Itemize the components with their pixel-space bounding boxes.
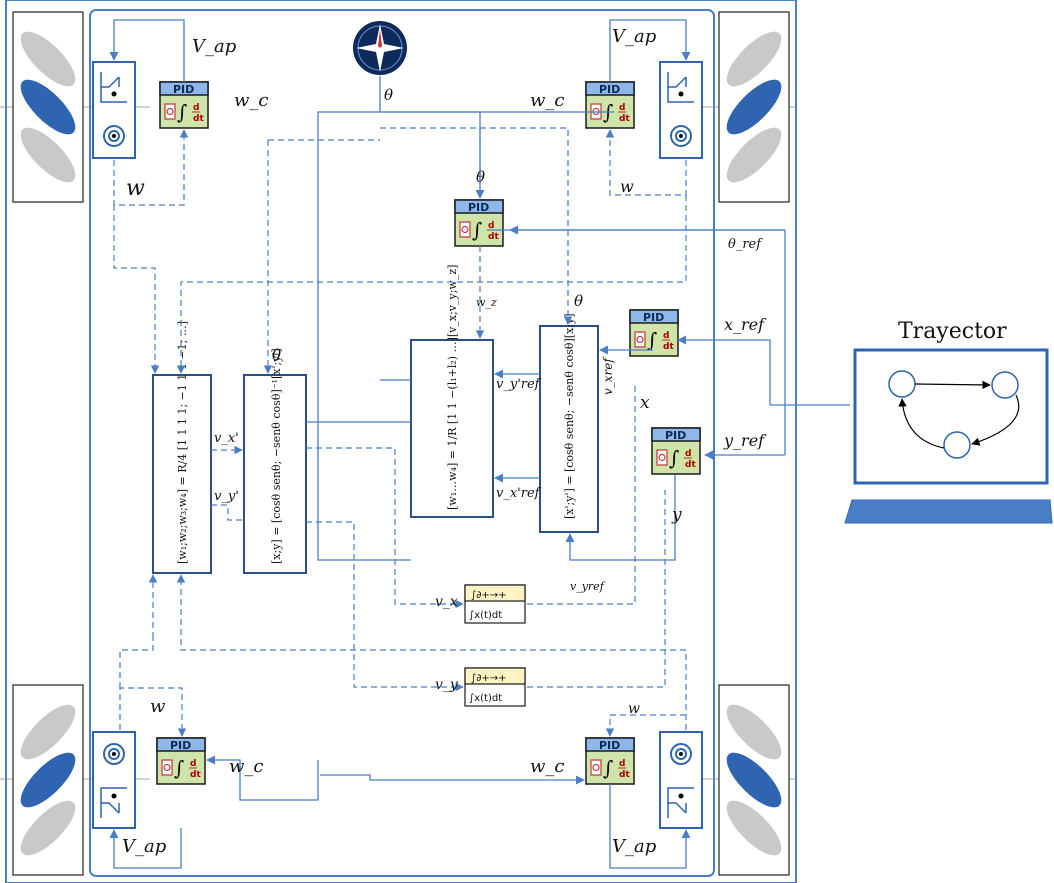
label-x-ref: x_ref <box>724 315 767 334</box>
label-wc-fl: w_c <box>234 90 269 111</box>
svg-text:PID: PID <box>468 201 489 214</box>
signal-labels: V_ap V_ap V_ap V_ap w_c w_c w_c w_c w w … <box>122 26 767 857</box>
label-vap-fl: V_ap <box>192 36 237 57</box>
wheel-rear-right <box>718 684 790 876</box>
svg-text:PID: PID <box>173 83 194 96</box>
trajectory-title: Trayector <box>898 319 1007 344</box>
label-vx-prime: v_x' <box>214 431 239 446</box>
svg-text:[x';y'] = [cosθ senθ; −senθ co: [x';y'] = [cosθ senθ; −senθ cosθ][x;y] <box>563 314 576 520</box>
svg-text:d: d <box>619 103 625 113</box>
svg-text:PID: PID <box>665 429 686 442</box>
integrator-vx: ∫∂+→+ ∫x(t)dt <box>464 584 526 624</box>
label-w-fr: w <box>620 177 634 196</box>
label-vx: v_x <box>435 594 458 610</box>
svg-text:PID: PID <box>170 739 191 752</box>
wheel-rear-left <box>12 684 84 876</box>
svg-text:d: d <box>190 759 196 769</box>
label-wz: w_z <box>476 296 497 309</box>
label-wc-rl: w_c <box>229 756 264 777</box>
svg-text:dt: dt <box>685 460 696 470</box>
dashed-connections <box>113 127 687 737</box>
svg-text:dt: dt <box>193 114 204 124</box>
pid-front-left: PID ddt <box>159 81 209 129</box>
chassis-inner-frame <box>89 9 715 877</box>
label-w-rl: w <box>150 696 166 717</box>
svg-text:PID: PID <box>599 739 620 752</box>
pid-x: PID ddt <box>629 309 679 357</box>
svg-text:∫∂+→+: ∫∂+→+ <box>471 590 507 601</box>
label-theta-ref: θ_ref <box>728 237 763 252</box>
matrix-rotation: [x';y'] = [cosθ senθ; −senθ cosθ][x;y] <box>539 314 599 533</box>
motor-front-left <box>92 61 136 159</box>
motor-rear-left <box>92 731 136 829</box>
pid-rear-right: PID ddt <box>585 737 635 785</box>
svg-text:dt: dt <box>619 770 630 780</box>
label-y: y <box>671 505 682 525</box>
svg-text:dt: dt <box>190 770 201 780</box>
svg-text:d: d <box>619 759 625 769</box>
label-vy-prime: v_y' <box>214 489 239 504</box>
svg-text:d: d <box>685 449 691 459</box>
label-theta-top: θ <box>384 86 393 104</box>
chassis-outer-frame <box>5 0 797 883</box>
svg-text:∫x(t)dt: ∫x(t)dt <box>469 610 502 621</box>
motor-rear-right <box>659 731 703 829</box>
svg-text:[w₁;w₂;w₃;w₄] = R/4 [1 1 1 1;: [w₁;w₂;w₃;w₄] = R/4 [1 1 1 1; −1 1 1 −1;… <box>176 321 189 564</box>
wheel-front-left <box>12 11 84 203</box>
trajectory-laptop: Trayector <box>844 319 1053 524</box>
label-vx-prime-ref: v_x'ref <box>496 486 542 501</box>
integrator-vy: ∫∂+→+ ∫x(t)dt <box>464 667 526 707</box>
svg-text:PID: PID <box>599 83 620 96</box>
svg-text:dt: dt <box>663 342 674 352</box>
svg-text:d: d <box>193 103 199 113</box>
label-theta-right: θ <box>574 292 583 310</box>
label-w-fl: w <box>126 176 145 201</box>
svg-text:d: d <box>663 331 669 341</box>
svg-text:PID: PID <box>643 311 664 324</box>
matrix-rotation-inverse: [x;y] = [cosθ senθ; −senθ cosθ]⁻¹[x';y'] <box>243 348 307 574</box>
svg-text:∫x(t)dt: ∫x(t)dt <box>469 693 502 704</box>
label-w-rr: w <box>628 701 640 717</box>
label-vxref: v_xref <box>601 356 615 395</box>
label-y-ref: y_ref <box>723 431 767 450</box>
matrix-inverse-kinematics: [w₁;w₂;w₃;w₄] = R/4 [1 1 1 1; −1 1 1 −1;… <box>152 321 212 574</box>
motor-front-right <box>659 61 703 159</box>
svg-text:dt: dt <box>488 232 499 242</box>
label-vy: v_y <box>435 677 459 693</box>
label-vap-rl: V_ap <box>122 836 167 857</box>
svg-text:[x;y] = [cosθ senθ; −senθ cosθ: [x;y] = [cosθ senθ; −senθ cosθ]⁻¹[x';y'] <box>270 348 283 564</box>
compass-icon <box>353 21 407 75</box>
pid-front-right: PID ddt <box>585 81 635 129</box>
label-wc-rr: w_c <box>530 756 565 777</box>
matrix-wheel-kinematics: [w₁…w₄] = 1/R [1 1 −(l₁+l₂) …][v_x;v_y;w… <box>410 265 494 518</box>
label-x: x <box>640 393 650 413</box>
pid-y: PID ddt <box>651 427 701 475</box>
label-wc-fr: w_c <box>530 90 565 111</box>
label-vap-fr: V_ap <box>612 26 657 47</box>
svg-text:∫∂+→+: ∫∂+→+ <box>471 673 507 684</box>
label-theta-left: θ <box>272 346 281 364</box>
label-vyref: v_yref <box>570 580 606 593</box>
label-vy-prime-ref: v_y'ref <box>496 377 542 392</box>
label-vap-rr: V_ap <box>612 836 657 857</box>
svg-text:dt: dt <box>619 114 630 124</box>
pid-theta: PID ddt <box>454 199 504 247</box>
svg-text:[w₁…w₄] = 1/R [1 1 −(l₁+l₂) …]: [w₁…w₄] = 1/R [1 1 −(l₁+l₂) …][v_x;v_y;w… <box>446 265 459 510</box>
svg-text:d: d <box>488 221 494 231</box>
wheel-front-right <box>718 11 790 203</box>
solid-connections <box>109 19 850 869</box>
label-theta-pid: θ <box>476 168 485 186</box>
pid-rear-left: PID ddt <box>156 737 206 785</box>
